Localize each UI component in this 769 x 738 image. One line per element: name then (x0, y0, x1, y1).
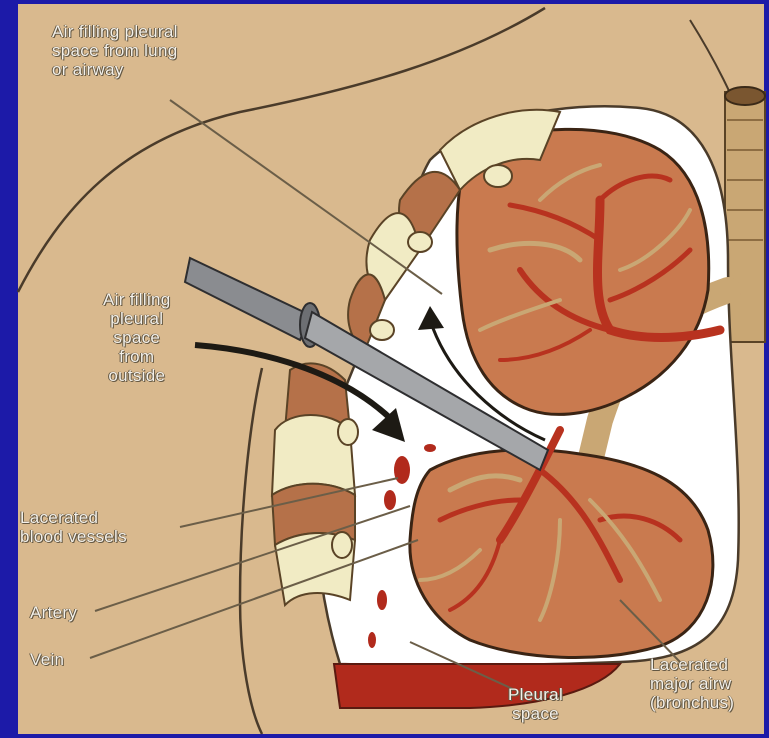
label-lacerated-vessels: Lacerated blood vessels (20, 508, 127, 546)
label-air-from-outside: Air filling pleural space from outside (103, 290, 171, 385)
label-vein: Vein (30, 650, 64, 669)
label-lacerated-bronchus: Lacerated major airw (bronchus) (650, 655, 734, 712)
label-air-from-lung: Air filling pleural space from lung or a… (52, 22, 178, 79)
label-pleural-space: Pleural space (508, 685, 563, 723)
lower-lung-lobe (410, 450, 713, 658)
label-artery: Artery (30, 603, 77, 622)
trachea (725, 87, 765, 342)
